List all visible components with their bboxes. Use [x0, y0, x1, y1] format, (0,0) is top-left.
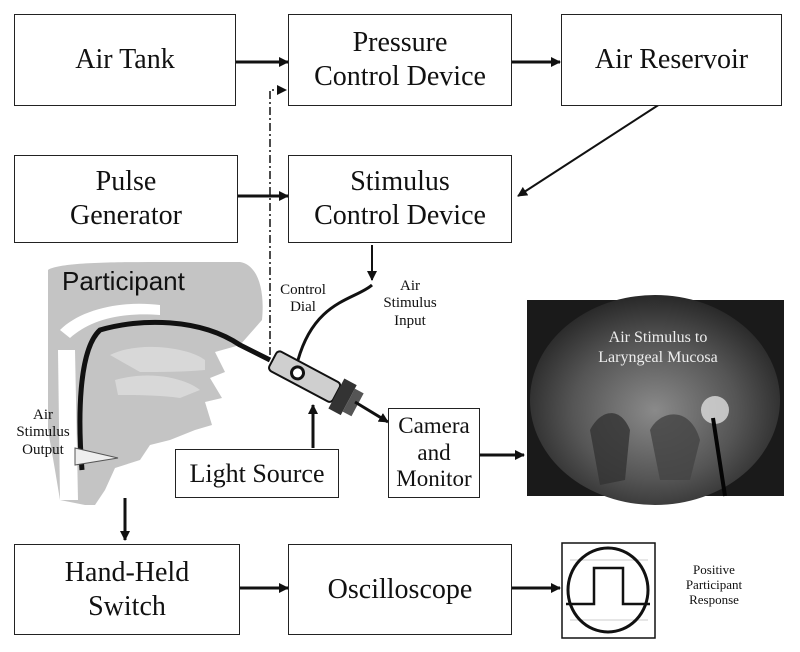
arrow-scope-to-camera — [354, 400, 389, 424]
air-stimulus-input-label: Air Stimulus Input — [383, 278, 437, 329]
air-output-cone — [74, 447, 119, 466]
laryngoscope-image — [527, 295, 784, 505]
hand-held-switch-box: Hand-Held Switch — [14, 544, 240, 635]
stimulus-control-device-box: Stimulus Control Device — [288, 155, 512, 243]
dashed-control-dial-line — [269, 85, 287, 355]
control-dial-label: Control Dial — [280, 282, 326, 316]
pressure-control-device-box: Pressure Control Device — [288, 14, 512, 106]
light-source-box: Light Source — [175, 449, 339, 498]
positive-response-label: Positive Participant Response — [685, 562, 743, 607]
air-reservoir-box: Air Reservoir — [561, 14, 782, 106]
participant-label: Participant — [62, 266, 185, 296]
air-input-tube — [296, 283, 373, 361]
air-stimulus-output-label: Air Stimulus Output — [16, 407, 70, 458]
air-tank-box: Air Tank — [14, 14, 236, 106]
participant-head-silhouette — [48, 262, 263, 505]
endoscope-handle — [268, 350, 364, 417]
endoscope-tube — [77, 319, 272, 471]
photo-caption: Air Stimulus to Laryngeal Mucosa — [598, 329, 718, 366]
oscilloscope-display — [561, 542, 656, 639]
camera-monitor-box: Camera and Monitor — [388, 408, 480, 498]
arrow-reservoir-to-stimulus — [517, 103, 661, 197]
oscilloscope-box: Oscilloscope — [288, 544, 512, 635]
pulse-generator-box: Pulse Generator — [14, 155, 238, 243]
